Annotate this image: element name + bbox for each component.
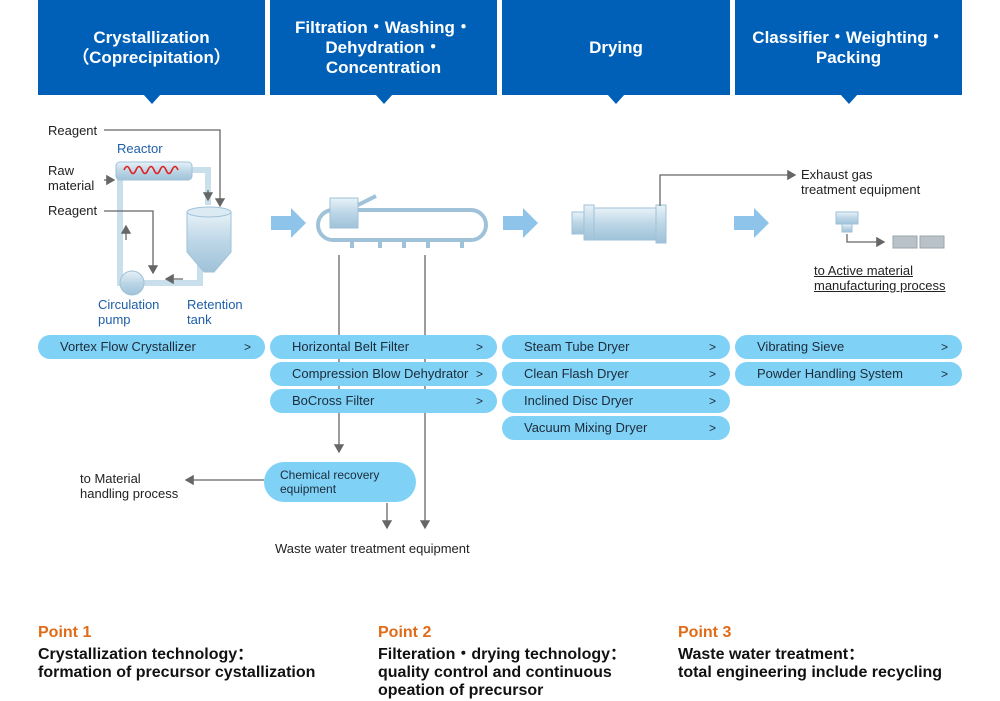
label-reagent-mid: Reagent xyxy=(48,203,98,218)
equip-steam-tube-dryer[interactable]: Steam Tube Dryer > xyxy=(502,335,730,359)
label-waste-water: Waste water treatment equipment xyxy=(275,541,470,556)
chevron-right-icon: > xyxy=(475,394,483,408)
stage-crystallization: Crystallization （Coprecipitation） xyxy=(38,0,265,104)
chevron-right-icon: > xyxy=(475,340,483,354)
equip-label: Powder Handling System xyxy=(757,366,903,381)
chevron-right-icon: > xyxy=(708,367,716,381)
flow-arrows xyxy=(271,208,769,238)
equip-label: Vacuum Mixing Dryer xyxy=(524,420,648,435)
point-1-heading: Point 1 xyxy=(38,624,92,641)
label-raw-material: Raw material xyxy=(48,163,95,193)
chevron-right-icon: > xyxy=(708,394,716,408)
chevron-right-icon: > xyxy=(708,340,716,354)
equip-bocross-filter[interactable]: BoCross Filter > xyxy=(270,389,497,413)
chevron-right-icon: > xyxy=(475,367,483,381)
label-reactor: Reactor xyxy=(117,141,163,156)
label-exhaust-gas: Exhaust gas treatment equipment xyxy=(801,167,921,197)
label-to-material-handling: to Material handling process xyxy=(80,471,179,501)
equip-label: Inclined Disc Dryer xyxy=(524,393,634,408)
label-circulation-pump: Circulation pump xyxy=(98,297,160,327)
chevron-right-icon: > xyxy=(243,340,251,354)
label-to-active-material[interactable]: to Active material manufacturing process xyxy=(814,263,946,293)
equip-clean-flash-dryer[interactable]: Clean Flash Dryer > xyxy=(502,362,730,386)
equip-label: Vortex Flow Crystallizer xyxy=(60,339,196,354)
label-reagent-top: Reagent xyxy=(48,123,98,138)
point-2-heading: Point 2 xyxy=(378,624,432,641)
sieve-illustration xyxy=(835,211,945,249)
point-1-body: Crystallization technology： formation of… xyxy=(38,646,316,681)
point-3-body: Waste water treatment： total engineering… xyxy=(678,646,943,681)
belt-filter-illustration xyxy=(316,194,488,248)
chemical-recovery-equipment: Chemical recovery equipment xyxy=(264,462,416,502)
equip-vibrating-sieve[interactable]: Vibrating Sieve > xyxy=(735,335,962,359)
equip-compression-blow-dehydrator[interactable]: Compression Blow Dehydrator > xyxy=(270,362,497,386)
equip-inclined-disc-dryer[interactable]: Inclined Disc Dryer > xyxy=(502,389,730,413)
equip-label: Compression Blow Dehydrator xyxy=(292,366,469,381)
stage-filtration: Filtration・Washing・ Dehydration・ Concent… xyxy=(270,0,497,104)
chevron-right-icon: > xyxy=(708,421,716,435)
label-retention-tank: Retention tank xyxy=(187,297,243,327)
equip-label: BoCross Filter xyxy=(292,393,375,408)
point-3-heading: Point 3 xyxy=(678,624,732,641)
equip-label: Steam Tube Dryer xyxy=(524,339,630,354)
chevron-right-icon: > xyxy=(940,367,948,381)
equip-powder-handling-system[interactable]: Powder Handling System > xyxy=(735,362,962,386)
stage-drying: Drying xyxy=(502,0,730,104)
equip-vortex-flow-crystallizer[interactable]: Vortex Flow Crystallizer > xyxy=(38,335,265,359)
equip-vacuum-mixing-dryer[interactable]: Vacuum Mixing Dryer > xyxy=(502,416,730,440)
equip-label: Clean Flash Dryer xyxy=(524,366,629,381)
steam-tube-dryer-illustration xyxy=(571,169,797,244)
equip-label: Vibrating Sieve xyxy=(757,339,845,354)
stage-classifier: Classifier・Weighting・ Packing xyxy=(735,0,962,104)
chevron-right-icon: > xyxy=(940,340,948,354)
equip-label: Horizontal Belt Filter xyxy=(292,339,410,354)
point-2-body: Filteration・drying technology： quality c… xyxy=(378,646,627,699)
equip-horizontal-belt-filter[interactable]: Horizontal Belt Filter > xyxy=(270,335,497,359)
